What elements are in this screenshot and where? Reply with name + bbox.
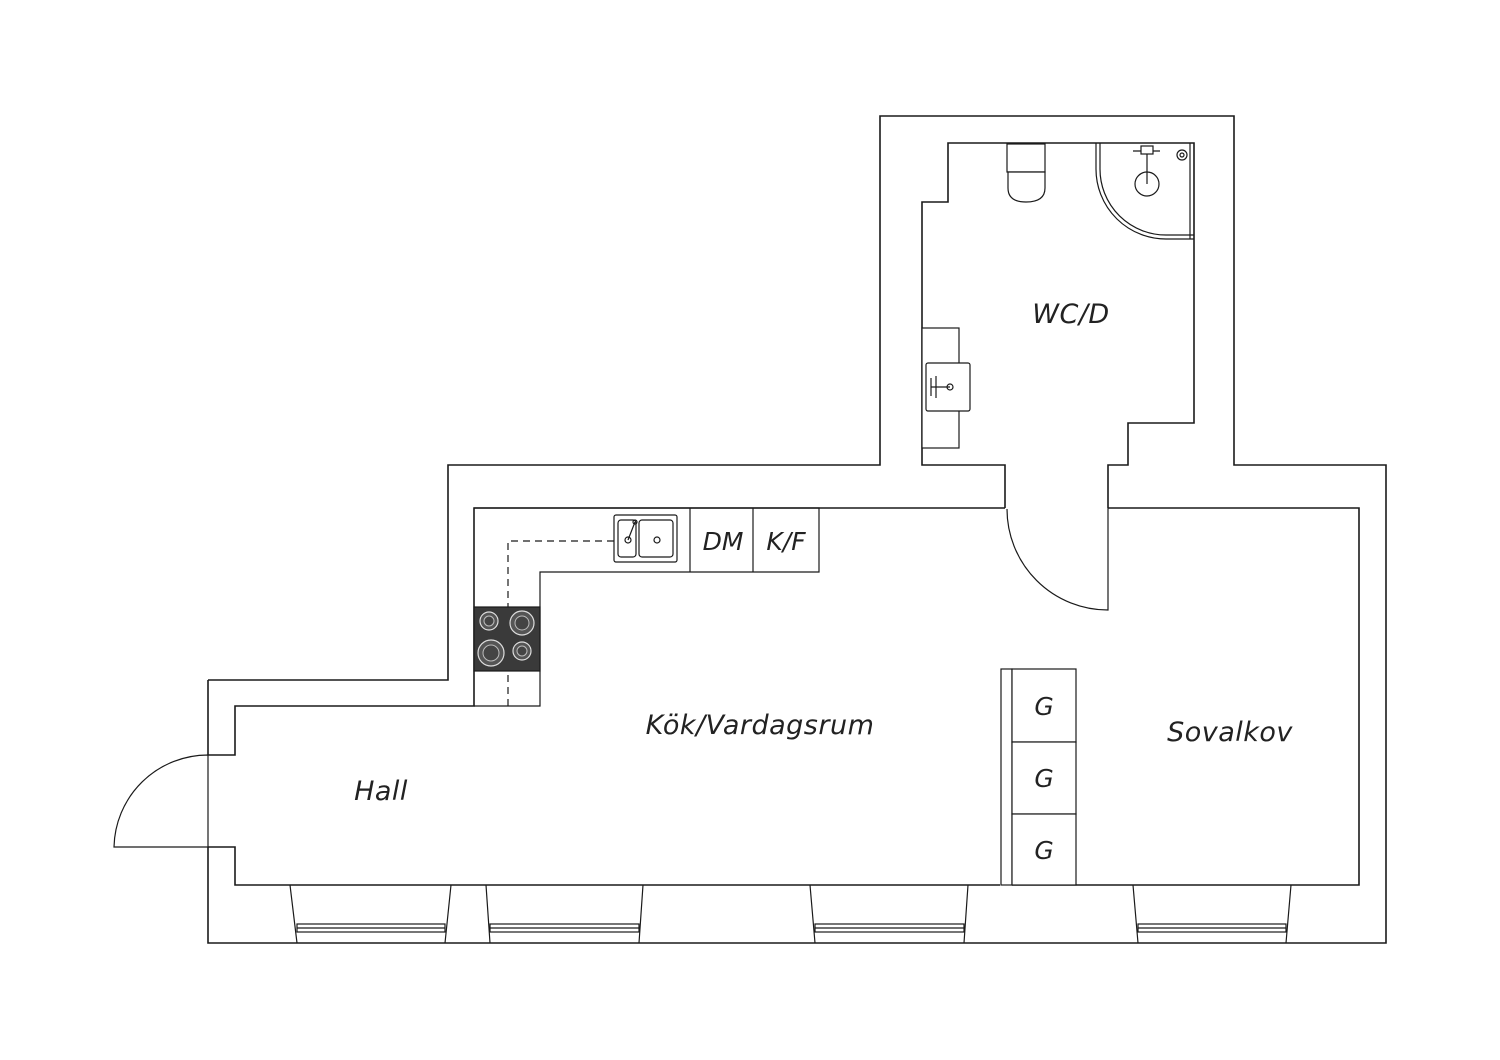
outer-wall <box>207 115 1387 944</box>
kitchen-counter <box>474 507 820 707</box>
wardrobe-label: G <box>1034 692 1053 721</box>
shower-icon <box>1095 143 1194 240</box>
window-3 <box>809 884 969 944</box>
partition-wall <box>1000 668 1013 886</box>
entrance-door-swing <box>113 754 209 848</box>
kitchen-sink-icon <box>613 514 678 563</box>
inner-wall-main-right <box>1012 507 1360 886</box>
toilet-icon <box>1006 143 1046 203</box>
wardrobe-3 <box>1011 813 1077 886</box>
stove-icon <box>473 606 541 672</box>
room-label-wc: WC/D <box>1032 299 1109 330</box>
inner-wall-bottom <box>208 846 1000 886</box>
room-label-kitchen-living: Kök/Vardagsrum <box>646 710 875 741</box>
room-label-hall: Hall <box>354 776 408 807</box>
bathroom-door-swing <box>1006 508 1109 611</box>
fixture-label-fridge-freezer: K/F <box>766 527 806 556</box>
window-2 <box>485 884 644 944</box>
wardrobe-label: G <box>1034 764 1053 793</box>
window-1 <box>289 884 452 944</box>
washbasin-icon <box>925 362 971 412</box>
bathroom-wall <box>921 142 1195 508</box>
window-4 <box>1132 884 1292 944</box>
inner-wall-main <box>208 507 1005 756</box>
fixture-label-dishwasher: DM <box>703 527 744 556</box>
wardrobe-label: G <box>1034 836 1053 865</box>
wardrobe-2 <box>1011 741 1077 815</box>
room-label-alcove: Sovalkov <box>1167 717 1293 748</box>
